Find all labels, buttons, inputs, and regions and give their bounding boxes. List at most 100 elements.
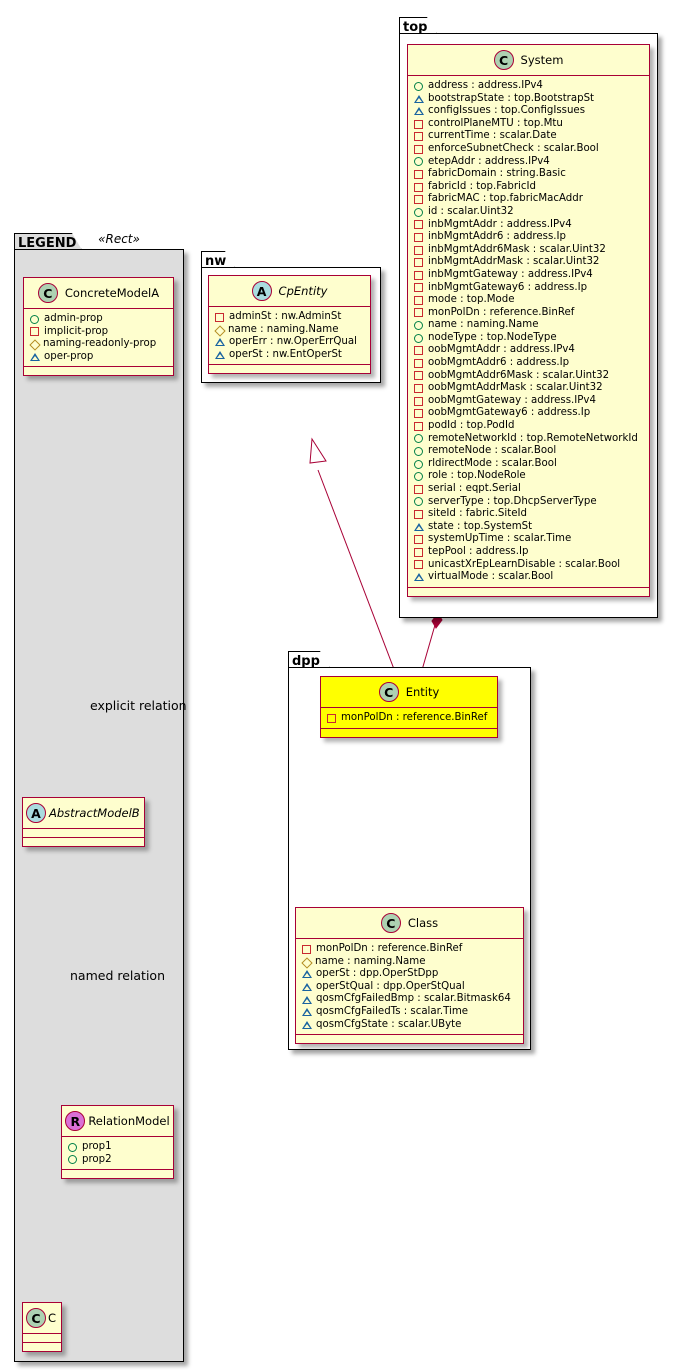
attribute-row: monPolDn : reference.BinRef — [327, 712, 491, 725]
private-visibility-icon — [414, 119, 423, 129]
private-visibility-icon — [414, 258, 423, 268]
public-visibility-icon — [414, 157, 423, 167]
attribute-text: oper-prop — [44, 350, 94, 362]
class-entity[interactable]: C Entity monPolDn : reference.BinRef — [320, 676, 498, 738]
attribute-row: serverType : top.DhcpServerType — [414, 496, 643, 509]
public-visibility-icon — [414, 472, 423, 482]
attribute-text: admin-prop — [44, 313, 103, 324]
attribute-text: role : top.NodeRole — [428, 470, 526, 482]
attribute-text: oobMgmtGateway6 : address.Ip — [428, 407, 591, 419]
attribute-row: inbMgmtAddr6 : address.Ip — [414, 231, 643, 244]
attribute-text: remoteNode : scalar.Bool — [428, 445, 557, 457]
private-visibility-icon — [414, 509, 423, 519]
attribute-row: inbMgmtGateway : address.IPv4 — [414, 269, 643, 282]
attribute-text: inbMgmtAddr : address.IPv4 — [428, 218, 572, 230]
public-visibility-icon — [68, 1142, 77, 1152]
attribute-text: prop2 — [82, 1153, 112, 1165]
private-visibility-icon — [414, 358, 423, 368]
private-visibility-icon — [414, 132, 423, 142]
class-header: C System — [408, 45, 649, 76]
attribute-row: oobMgmtGateway6 : address.Ip — [414, 407, 643, 420]
attribute-row: serial : eqpt.Serial — [414, 483, 643, 496]
private-visibility-icon — [215, 312, 224, 322]
private-visibility-icon — [414, 245, 423, 255]
attribute-row: prop1 — [68, 1141, 167, 1154]
class-c[interactable]: C C — [22, 1302, 62, 1352]
class-header: C Entity — [321, 677, 497, 708]
class-name: Entity — [405, 685, 440, 699]
attribute-text: fabricMAC : top.fabricMacAddr — [428, 193, 583, 205]
attribute-text: implicit-prop — [44, 325, 109, 337]
attribute-section — [23, 829, 144, 838]
public-visibility-icon — [414, 333, 423, 343]
attribute-row: name : naming.Name — [302, 956, 517, 969]
class-header: C Class — [296, 908, 523, 939]
protected-visibility-icon — [302, 958, 310, 966]
private-visibility-icon — [414, 182, 423, 192]
attribute-text: etepAddr : address.IPv4 — [428, 155, 550, 167]
class-c-icon: C — [378, 682, 399, 702]
attribute-row: remoteNode : scalar.Bool — [414, 445, 643, 458]
class-name: RelationModel — [88, 1114, 170, 1128]
class-name: AbstractModelB — [49, 806, 140, 820]
attribute-text: adminSt : nw.AdminSt — [229, 311, 342, 322]
explicit-relation-label: explicit relation — [90, 698, 187, 713]
package-visibility-icon — [414, 573, 424, 582]
attribute-row: systemUpTime : scalar.Time — [414, 533, 643, 546]
attribute-row: name : naming.Name — [215, 324, 364, 337]
public-visibility-icon — [68, 1155, 77, 1165]
generalization-line — [317, 469, 398, 678]
private-visibility-icon — [414, 409, 423, 419]
attribute-text: serverType : top.DhcpServerType — [428, 495, 597, 507]
package-visibility-icon — [414, 94, 424, 103]
attribute-text: serial : eqpt.Serial — [428, 483, 521, 494]
attribute-row: operSt : dpp.OperStDpp — [302, 968, 517, 981]
package-tab: top — [399, 17, 437, 34]
attribute-text: bootstrapState : top.BootstrapSt — [428, 92, 595, 104]
attribute-row: operStQual : dpp.OperStQual — [302, 981, 517, 994]
class-name: C — [48, 1311, 57, 1325]
public-visibility-icon — [414, 434, 423, 444]
package-visibility-icon — [302, 970, 312, 979]
attribute-row: inbMgmtAddr6Mask : scalar.Uint32 — [414, 244, 643, 257]
attribute-text: state : top.SystemSt — [428, 520, 533, 532]
attribute-text: prop1 — [82, 1141, 112, 1152]
attribute-text: oobMgmtAddr6Mask : scalar.Uint32 — [428, 369, 610, 381]
attribute-text: podId : top.PodId — [428, 420, 515, 432]
named-relation-label: named relation — [70, 968, 165, 983]
attribute-row: inbMgmtAddr : address.IPv4 — [414, 219, 643, 232]
package-visibility-icon — [215, 351, 225, 360]
attribute-row: oobMgmtGateway : address.IPv4 — [414, 395, 643, 408]
abstract-a-icon: A — [251, 281, 272, 301]
attribute-text: enforceSubnetCheck : scalar.Bool — [428, 142, 599, 154]
class-name: Class — [407, 916, 439, 930]
method-section — [24, 367, 173, 375]
attribute-row: prop2 — [68, 1154, 167, 1167]
attribute-row: operErr : nw.OperErrQual — [215, 336, 364, 349]
attribute-text: monPolDn : reference.BinRef — [428, 306, 575, 318]
package-tab: LEGEND — [14, 233, 82, 250]
legend-stereotype: «Rect» — [98, 232, 140, 246]
protected-visibility-icon — [30, 340, 38, 348]
attribute-row: oobMgmtAddr6Mask : scalar.Uint32 — [414, 370, 643, 383]
attribute-row: currentTime : scalar.Date — [414, 130, 643, 143]
class-abstract-model-b[interactable]: A AbstractModelB — [22, 797, 145, 847]
attribute-text: fabricDomain : string.Basic — [428, 168, 566, 180]
private-visibility-icon — [302, 944, 311, 954]
private-visibility-icon — [414, 169, 423, 179]
generalization-arrowhead — [309, 437, 327, 464]
class-header: C C — [23, 1303, 61, 1334]
private-visibility-icon — [30, 327, 39, 337]
method-section — [408, 588, 649, 596]
abstract-a-icon: A — [26, 803, 46, 823]
attribute-list: monPolDn : reference.BinRef — [321, 708, 497, 729]
